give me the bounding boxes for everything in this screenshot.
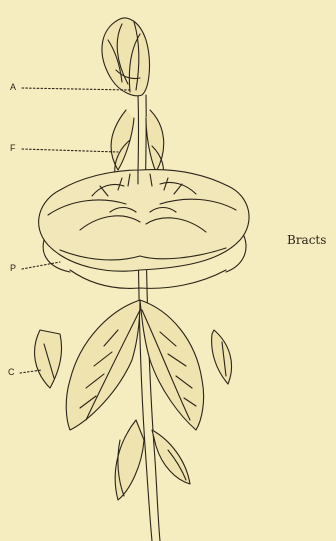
leader-f (22, 149, 118, 152)
upper-bud (102, 18, 150, 96)
leader-a (22, 88, 130, 90)
leaf-cluster (35, 300, 232, 500)
label-bracts: Bracts (287, 234, 326, 246)
label-c: C (8, 368, 15, 377)
rose-flower (39, 170, 249, 289)
label-a: A (10, 83, 16, 92)
label-p: P (10, 264, 16, 273)
label-f: F (10, 144, 16, 153)
